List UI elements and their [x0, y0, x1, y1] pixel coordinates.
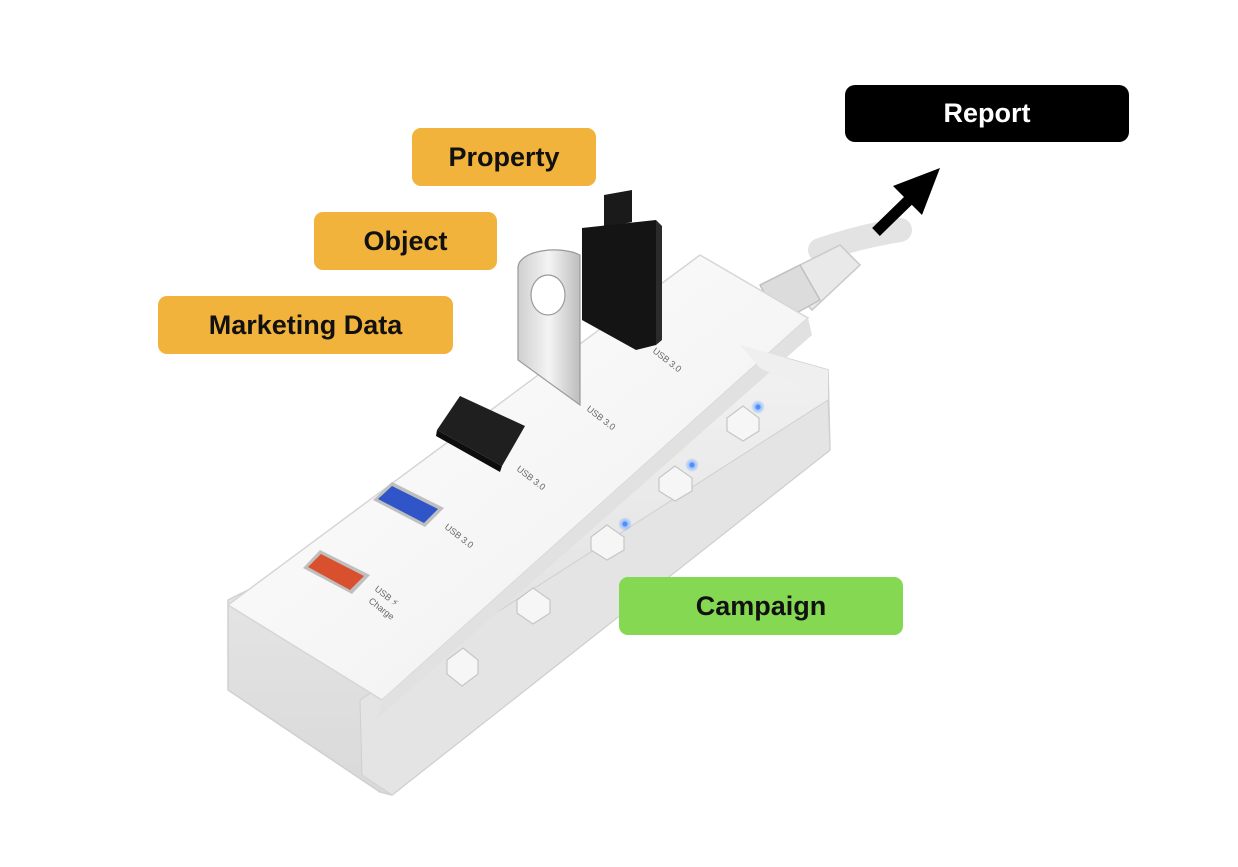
- switch-button-1: [446, 647, 479, 687]
- indicator-leds: [618, 400, 765, 531]
- arrow-icon: [872, 168, 940, 236]
- property-tag: Property: [412, 128, 596, 186]
- usb-hub-body: [226, 254, 831, 796]
- object-tag: Object: [314, 212, 497, 270]
- report-tag: Report: [845, 85, 1129, 142]
- switch-button-3: [590, 524, 625, 561]
- switch-button-5: [726, 405, 760, 442]
- charge-port: [303, 550, 370, 594]
- marketing-data-tag: Marketing Data: [158, 296, 453, 354]
- black-usb-plug: [582, 190, 662, 350]
- blue-usb-port: [373, 482, 444, 527]
- silver-usb-drive: [517, 249, 581, 407]
- switch-buttons: [446, 405, 760, 687]
- campaign-tag: Campaign: [619, 577, 903, 635]
- small-usb-plug: [436, 396, 525, 472]
- switch-button-2: [516, 587, 551, 625]
- switch-button-4: [658, 465, 693, 502]
